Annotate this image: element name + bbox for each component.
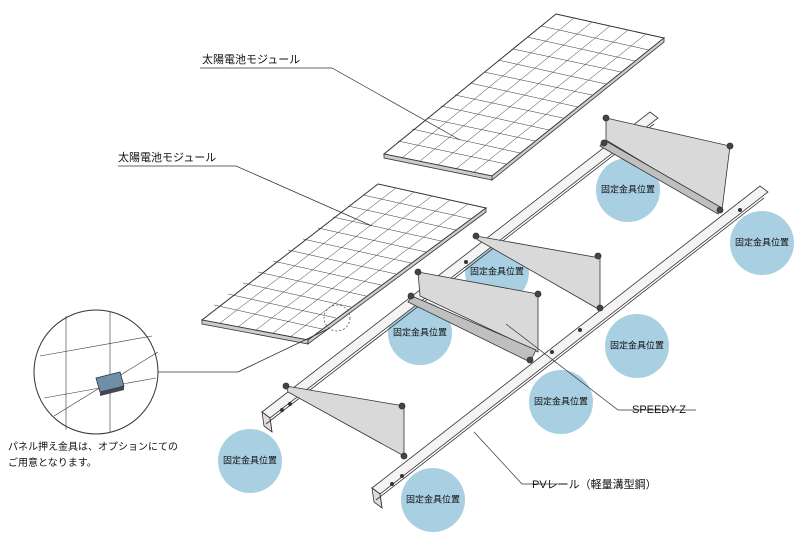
fixing-label-5: 固定金具位置 xyxy=(610,340,664,352)
option-note-line-2: ご用意となります。 xyxy=(8,458,97,469)
fixing-label-1: 固定金具位置 xyxy=(601,184,655,196)
bracket-4 xyxy=(407,292,537,364)
fixing-circle-6 xyxy=(529,370,593,434)
solar-module-upper xyxy=(382,13,666,181)
fixing-circle-5 xyxy=(605,314,669,378)
fixing-label-8: 固定金具位置 xyxy=(406,494,460,506)
option-note: パネル押え金具は、オプションにての ご用意となります。 xyxy=(8,440,208,472)
fixing-label-7: 固定金具位置 xyxy=(223,455,277,467)
label-speedy-z: SPEEDY-Z xyxy=(632,404,686,416)
fixing-label-4: 固定金具位置 xyxy=(393,327,447,339)
bracket-2 xyxy=(472,232,604,312)
label-module-lower: 太陽電池モジュール xyxy=(118,151,216,164)
fixing-label-2: 固定金具位置 xyxy=(735,237,789,249)
speedy-brackets xyxy=(282,114,734,460)
fixing-circle-8 xyxy=(401,468,465,532)
fixing-label-3: 固定金具位置 xyxy=(470,266,524,278)
fixing-circle-1 xyxy=(596,158,660,222)
leader-lines xyxy=(118,67,696,485)
label-module-upper: 太陽電池モジュール xyxy=(202,53,300,66)
label-pv-rail: PVレール（軽量溝型鋼） xyxy=(532,477,657,491)
detail-marker xyxy=(323,304,351,332)
solar-module-lower xyxy=(200,183,488,345)
option-note-line-1: パネル押え金具は、オプションにての xyxy=(8,442,178,453)
bracket-3 xyxy=(414,268,542,353)
detail-magnifier xyxy=(33,309,331,435)
fixing-circle-2 xyxy=(730,211,794,275)
bracket-1 xyxy=(599,114,734,215)
fixing-circle-7 xyxy=(218,429,282,493)
pv-rails xyxy=(261,111,769,509)
fixing-label-6: 固定金具位置 xyxy=(534,396,588,408)
bracket-5 xyxy=(282,382,408,460)
